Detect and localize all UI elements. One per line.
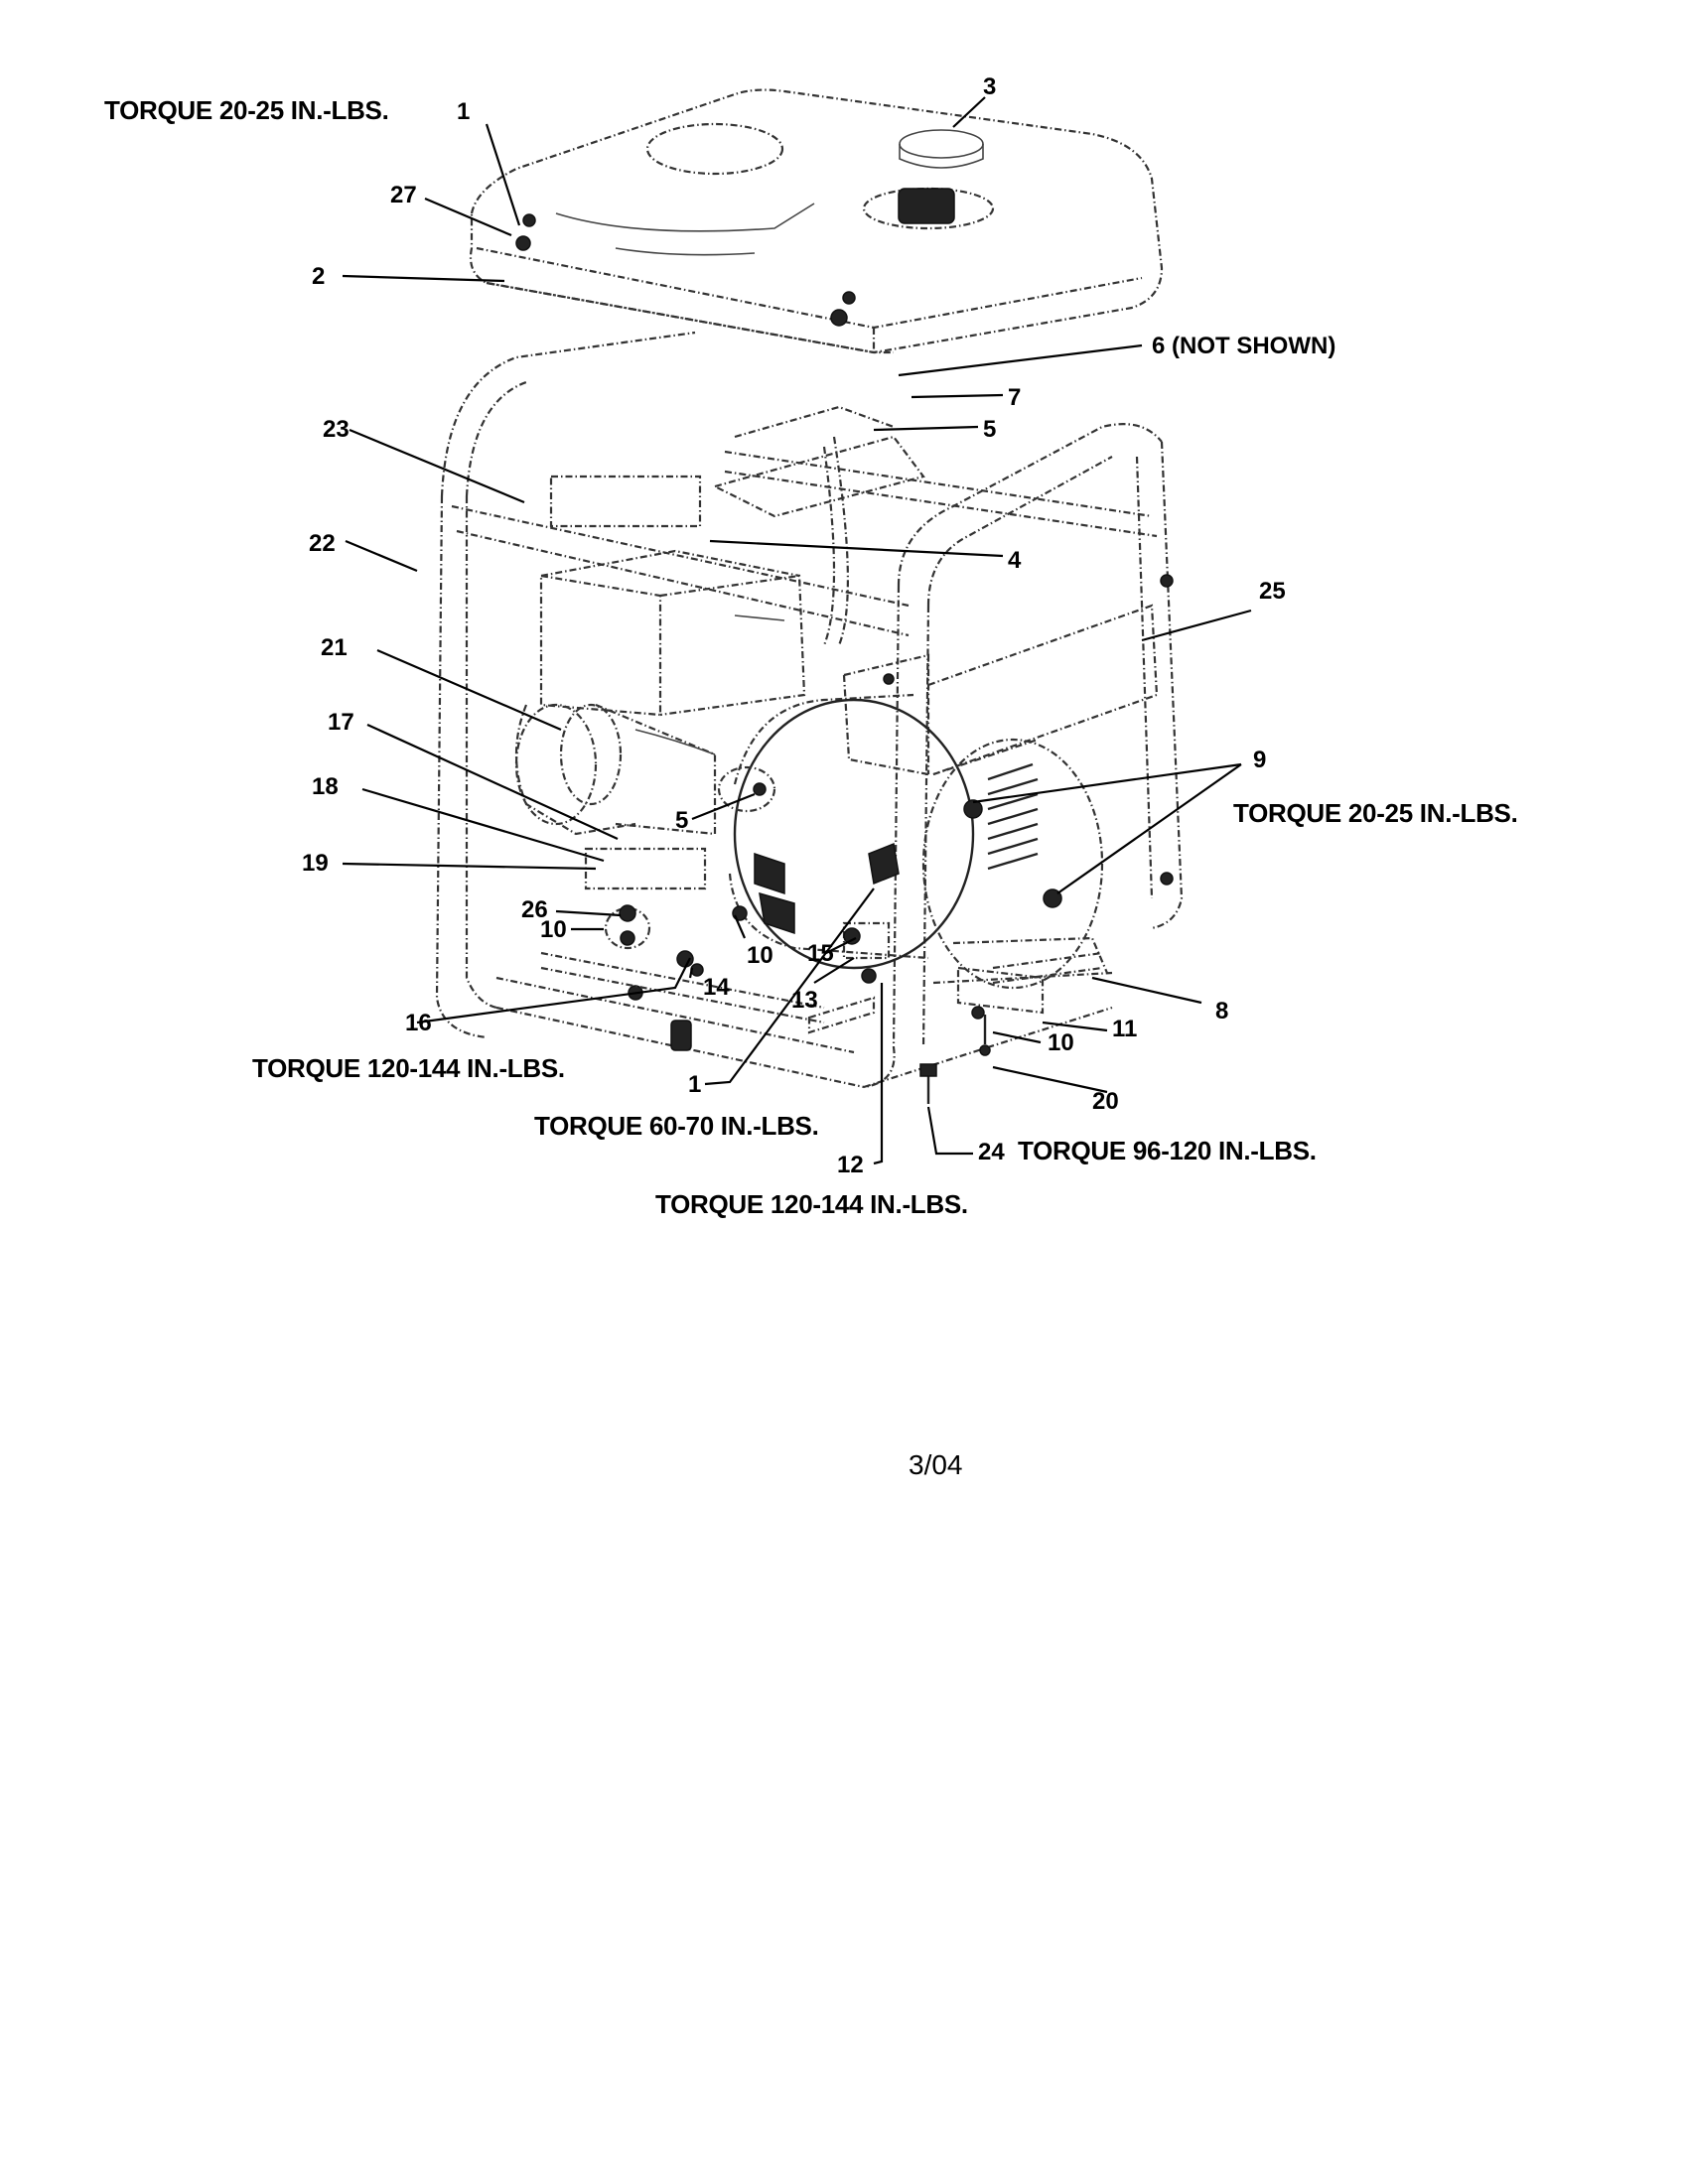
callout-10-b: 10 <box>747 942 773 969</box>
callout-19: 19 <box>302 850 329 877</box>
callout-1-top: 1 <box>457 98 470 125</box>
torque-spec-left-bottom: TORQUE 120-144 IN.-LBS. <box>252 1053 565 1083</box>
callout-21: 21 <box>321 634 348 661</box>
callout-24: 24 <box>978 1139 1005 1165</box>
callout-3: 3 <box>983 73 996 100</box>
callout-11: 11 <box>1112 1016 1137 1042</box>
torque-specs: TORQUE 20-25 IN.-LBS. TORQUE 20-25 IN.-L… <box>104 95 1518 1219</box>
callout-4: 4 <box>1008 547 1022 574</box>
callout-23: 23 <box>323 416 350 443</box>
callout-15: 15 <box>807 940 834 967</box>
torque-spec-right: TORQUE 20-25 IN.-LBS. <box>1233 798 1518 828</box>
alternator-drawing <box>717 693 1104 990</box>
callout-25: 25 <box>1259 578 1286 605</box>
callout-7: 7 <box>1008 384 1021 411</box>
callout-12: 12 <box>837 1152 864 1178</box>
leader-lines <box>342 96 1252 1165</box>
callout-labels: 1 27 2 3 6 (NOT SHOWN) 7 5 23 22 4 25 21… <box>302 73 1335 1178</box>
torque-spec-bottom-right: TORQUE 96-120 IN.-LBS. <box>1018 1136 1317 1165</box>
callout-1-bottom: 1 <box>688 1071 701 1098</box>
engine-drawing <box>539 405 925 717</box>
torque-spec-bottom: TORQUE 120-144 IN.-LBS. <box>655 1189 968 1219</box>
alternator-vents <box>987 762 1039 871</box>
torque-spec-top-left: TORQUE 20-25 IN.-LBS. <box>104 95 389 125</box>
callout-8: 8 <box>1215 998 1228 1024</box>
frame-drawing <box>435 331 1184 1089</box>
callout-26: 26 <box>521 896 548 923</box>
control-panel-drawing <box>842 574 1174 886</box>
fuel-tank-drawing <box>469 88 1164 354</box>
callout-16: 16 <box>405 1010 432 1036</box>
callout-17: 17 <box>328 709 354 736</box>
callout-6: 6 (NOT SHOWN) <box>1152 333 1335 359</box>
muffler-drawing <box>514 703 717 836</box>
callout-10-c: 10 <box>1048 1029 1074 1056</box>
callout-5-top: 5 <box>983 416 996 443</box>
torque-spec-center: TORQUE 60-70 IN.-LBS. <box>534 1111 819 1141</box>
callout-10-a: 10 <box>540 916 567 943</box>
callout-20: 20 <box>1092 1088 1119 1115</box>
callout-18: 18 <box>312 773 339 800</box>
callout-27: 27 <box>390 182 417 208</box>
callout-5-mid: 5 <box>675 807 688 834</box>
callout-13: 13 <box>791 987 818 1014</box>
callout-9: 9 <box>1253 747 1266 773</box>
callout-14: 14 <box>703 974 730 1001</box>
revision-date: 3/04 <box>909 1449 963 1480</box>
callout-2: 2 <box>312 263 325 290</box>
callout-22: 22 <box>309 530 336 557</box>
generator-drawing <box>435 88 1184 1104</box>
